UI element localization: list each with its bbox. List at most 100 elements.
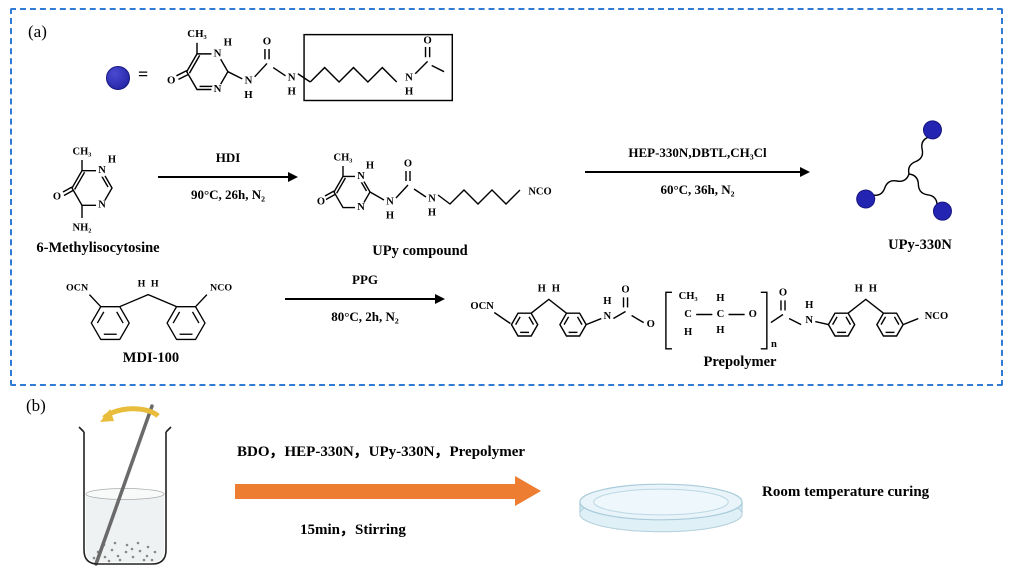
atom-label: N	[98, 200, 106, 211]
beaker-with-stirrer	[78, 404, 172, 566]
upy-compound-structure: CH₃ N H N O N H O N H NCO	[317, 152, 552, 221]
process-inputs-label: BDO，HEP-330N，UPy-330N，Prepolymer	[237, 444, 526, 460]
mdi-100-structure: H H OCN NCO	[66, 278, 232, 341]
upy-endcap-circle	[922, 120, 942, 140]
upy-arm	[905, 120, 942, 177]
benzene-ring	[90, 305, 130, 341]
atom-label: O	[317, 196, 325, 207]
atom-label: OCN	[66, 282, 89, 293]
atom-label: H	[428, 207, 436, 218]
bracket-open	[665, 291, 672, 350]
atom-label: O	[779, 288, 787, 299]
benzene-ring	[510, 312, 539, 337]
atom-label: OCN	[470, 301, 494, 312]
reagent-label: PPG	[352, 272, 378, 287]
process-arrow	[235, 476, 541, 506]
atom-label: H	[288, 86, 297, 98]
atom-label: H	[108, 154, 116, 165]
upy-endcap-circle	[932, 201, 952, 221]
atom-label: H	[366, 160, 374, 171]
result-label: Room temperature curing	[762, 484, 930, 500]
dish-inner	[593, 488, 729, 516]
arrow-shaft	[585, 167, 810, 177]
reagent-label: HDI	[215, 150, 241, 165]
upy-unit-circle	[106, 66, 130, 90]
reactant-name: MDI-100	[122, 350, 180, 366]
pyrimidinone-ring	[71, 170, 113, 207]
atom-label: N	[405, 71, 413, 83]
atom-label: H	[855, 284, 864, 295]
upy-endcap-circle	[856, 189, 876, 209]
atom-label: CH₃	[679, 291, 698, 302]
beaker-outline	[83, 432, 167, 565]
atom-label: NCO	[528, 186, 551, 197]
highlight-box	[303, 33, 454, 102]
atom-label: O	[167, 74, 175, 86]
atom-label: N	[386, 196, 394, 207]
reaction-arrow-3: PPG 80°C, 2h, N₂	[285, 272, 445, 325]
product-name: Prepolymer	[703, 354, 777, 370]
atom-label: N	[357, 202, 365, 213]
bracket-close	[760, 291, 768, 350]
process-conditions-label: 15min，Stirring	[300, 522, 406, 538]
atom-label: O	[647, 319, 655, 330]
atom-label: H	[603, 296, 612, 307]
pyrimidinone-ring	[185, 53, 229, 91]
petri-dish	[579, 483, 743, 533]
conditions-label: 60°C, 36h, N₂	[660, 182, 735, 197]
stir-arrowhead	[100, 409, 114, 422]
atom-label: H	[869, 284, 878, 295]
beaker-liquid	[86, 494, 164, 562]
atom-label: NCO	[925, 311, 949, 322]
atom-label: N	[604, 311, 612, 322]
atom-label: N	[245, 74, 253, 86]
atom-label: O	[404, 158, 412, 169]
upy-330n-structure	[856, 120, 952, 221]
atom-label: H	[224, 36, 233, 48]
reagent-label: HEP-330N,DBTL,CH₃Cl	[628, 145, 767, 160]
atom-label: N	[357, 171, 365, 182]
atom-label: C	[717, 309, 725, 320]
atom-label: N	[214, 83, 222, 95]
panel-a-dashed-box	[10, 8, 1003, 386]
atom-label: N	[288, 71, 296, 83]
atom-label: N	[98, 165, 106, 176]
stirring-rod	[94, 404, 154, 566]
atom-label: CH₃	[73, 146, 92, 157]
atom-label: NCO	[210, 282, 232, 293]
atom-label: O	[423, 34, 431, 46]
atom-label: H	[151, 278, 159, 289]
upy-arm	[906, 171, 952, 221]
atom-label: N	[428, 193, 436, 204]
arrow-shaft	[285, 294, 445, 304]
atom-label: H	[405, 86, 414, 98]
atom-label: H	[805, 300, 814, 311]
atom-label: H	[386, 210, 394, 221]
panel-a-label: (a)	[28, 22, 47, 41]
panel-b-label: (b)	[26, 396, 46, 415]
reactant-name: 6-Methylisocytosine	[36, 240, 160, 256]
arrow-shaft	[158, 172, 298, 182]
atom-label: O	[749, 309, 757, 320]
atom-label: O	[621, 285, 629, 296]
atom-label: H	[684, 327, 693, 338]
benzene-ring	[876, 312, 904, 337]
atom-label: N	[214, 47, 222, 59]
atom-label: O	[263, 35, 271, 47]
product-name: UPy compound	[372, 243, 468, 259]
reaction-arrow-1: HDI 90°C, 26h, N₂	[158, 150, 298, 203]
process-arrow-tip	[515, 476, 541, 506]
atom-label: O	[53, 191, 61, 202]
product-name: UPy-330N	[888, 237, 952, 253]
benzene-ring	[166, 305, 206, 341]
atom-label: H	[244, 89, 253, 101]
atom-label: H	[138, 278, 146, 289]
atom-label: NH₂	[73, 222, 92, 233]
conditions-label: 80°C, 2h, N₂	[331, 309, 399, 324]
atom-label: C	[684, 309, 692, 320]
atom-label: H	[538, 284, 547, 295]
atom-label: H	[552, 284, 561, 295]
methylisocytosine-structure: CH₃ N H N O NH₂	[53, 146, 116, 233]
benzene-ring	[827, 312, 856, 337]
equals-sign: =	[138, 64, 149, 84]
